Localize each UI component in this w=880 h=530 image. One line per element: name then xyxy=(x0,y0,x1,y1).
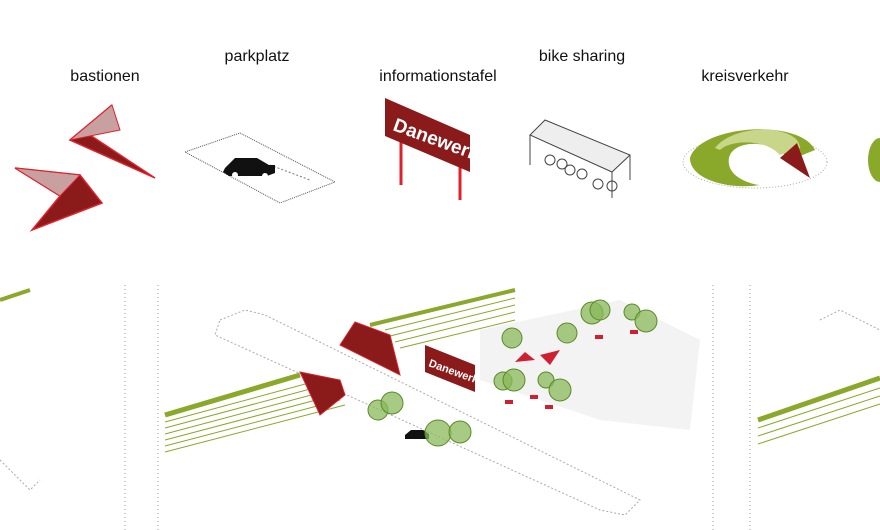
roundabout-icon xyxy=(682,129,880,189)
label-bastionen: bastionen xyxy=(70,68,140,85)
info-sign-icon: Danewerk xyxy=(385,98,482,200)
label-parkplatz: parkplatz xyxy=(224,48,290,65)
parking-icon xyxy=(183,132,337,204)
bike-shelter-icon xyxy=(529,119,631,198)
label-bike-sharing: bike sharing xyxy=(538,48,626,65)
label-informationstafel: informationstafel xyxy=(379,68,497,85)
site-plan: Danewerk xyxy=(0,288,880,516)
label-kreisverkehr: kreisverkehr xyxy=(701,68,789,85)
separators xyxy=(124,285,751,530)
bastion-icon xyxy=(14,104,156,232)
